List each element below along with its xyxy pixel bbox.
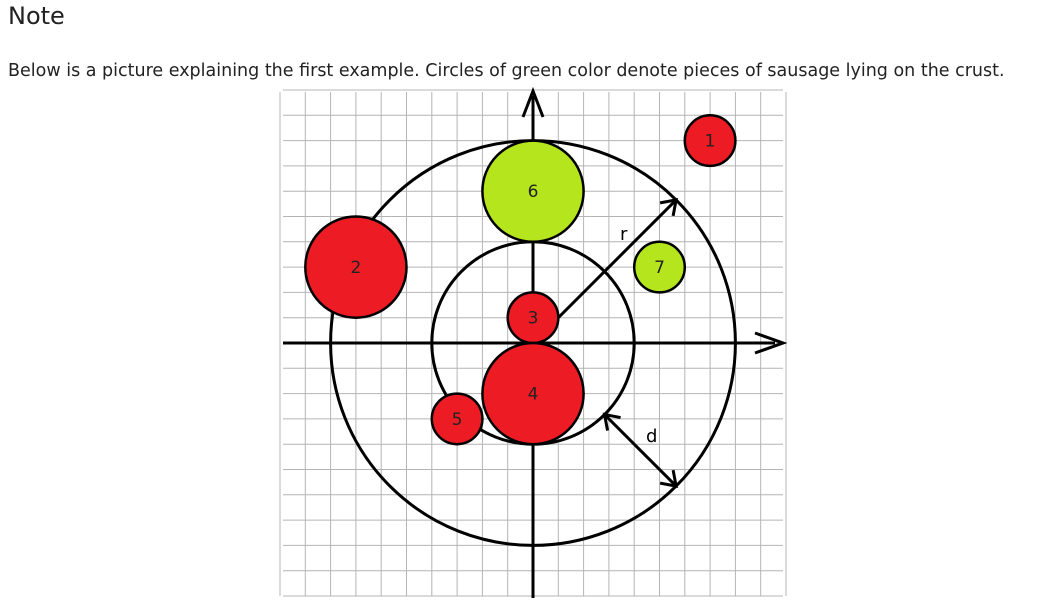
thickness-arrowhead-outer: [659, 469, 678, 488]
sausage-piece: 4: [481, 341, 585, 446]
x-axis-arrowhead: [754, 331, 788, 355]
y-axis-arrowhead: [521, 86, 545, 118]
sausage-number: 4: [528, 385, 539, 405]
sausage-number: 6: [528, 182, 539, 202]
sausage-number: 2: [350, 258, 361, 278]
thickness-label: d: [646, 426, 657, 447]
sausage-pieces: 1 2 3 4 5 6 7: [304, 114, 737, 446]
sausage-number: 3: [528, 309, 539, 329]
sausage-piece: 5: [430, 392, 484, 446]
note-heading: Note: [8, 2, 65, 30]
sausage-number: 5: [452, 410, 463, 430]
sausage-circle: [683, 114, 737, 168]
sausage-circle: [481, 341, 585, 446]
sausage-number: 7: [654, 258, 665, 278]
thickness-arrowhead-inner: [602, 412, 621, 431]
thickness-arrow: [603, 413, 678, 488]
radius-arrowhead: [659, 198, 678, 217]
sausage-number: 1: [705, 132, 716, 152]
sausage-circle: [481, 139, 585, 244]
sausage-piece: 1: [683, 114, 737, 168]
radius-label: r: [620, 224, 628, 245]
sausage-piece: 3: [506, 291, 560, 345]
sausage-circle: [304, 215, 408, 319]
sausage-piece: 2: [304, 215, 408, 319]
sausage-piece: 6: [481, 139, 585, 244]
sausage-circle: [632, 240, 687, 294]
sausage-piece: 7: [632, 240, 687, 294]
sausage-circle: [430, 392, 484, 446]
note-caption: Below is a picture explaining the first …: [8, 61, 1005, 81]
